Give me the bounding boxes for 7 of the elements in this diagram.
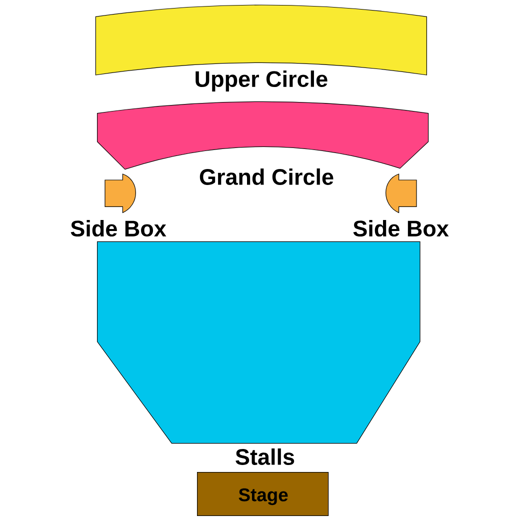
seating-section: Upper Circle bbox=[95, 4, 427, 92]
node-label: Grand Circle bbox=[200, 168, 334, 185]
stage-block: Stage bbox=[197, 472, 329, 516]
node-label: Side Box bbox=[353, 220, 449, 237]
seating-section: Stalls bbox=[97, 241, 420, 465]
node-label: Side Box bbox=[70, 220, 166, 237]
node-label: Stalls bbox=[236, 448, 294, 465]
